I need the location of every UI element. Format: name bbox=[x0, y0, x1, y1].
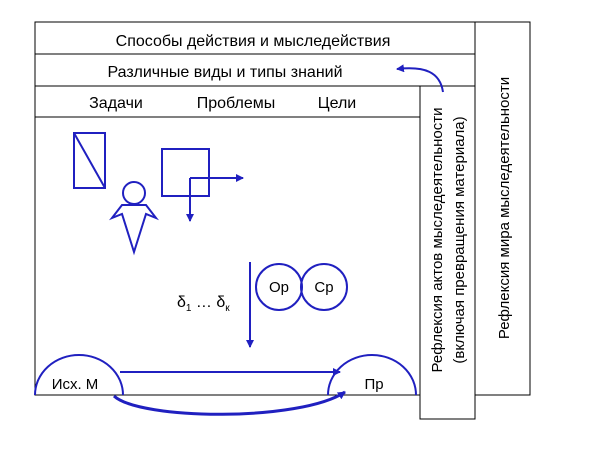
aims-label: Цели bbox=[318, 95, 356, 112]
reflection-acts-line2: (включая превращения материала) bbox=[451, 116, 468, 363]
methods-label: Способы действия и мыследействия bbox=[116, 33, 391, 50]
source-to-product-curve bbox=[112, 390, 346, 416]
knowledge-label: Различные виды и типы знаний bbox=[107, 64, 342, 81]
delta-symbol-1: δ bbox=[177, 294, 186, 311]
source-dome bbox=[34, 354, 124, 396]
document-icon bbox=[73, 132, 106, 189]
problems-label: Проблемы bbox=[197, 95, 275, 112]
tasks-label: Задачи bbox=[89, 95, 143, 112]
delta-symbol-2: δ bbox=[216, 294, 225, 311]
delta-ellipsis: … bbox=[191, 294, 216, 311]
product-dome bbox=[327, 354, 417, 396]
person-icon bbox=[108, 181, 160, 256]
reflection-world-box bbox=[474, 21, 531, 396]
delta-index-1: 1 bbox=[186, 303, 192, 314]
delta-index-2: к bbox=[225, 303, 230, 314]
sr-label: Ср bbox=[314, 279, 333, 296]
product-label: Пр bbox=[364, 376, 383, 393]
sr-circle bbox=[300, 263, 348, 311]
reflection-acts-box bbox=[419, 85, 476, 420]
source-label: Исх. М bbox=[52, 376, 99, 393]
reflection-to-knowledge-arrow bbox=[396, 64, 444, 93]
op-label: Ор bbox=[269, 279, 289, 296]
reflection-acts-line1: Рефлексия актов мыследеятельности bbox=[429, 107, 446, 372]
delta-label: δ1 … δк bbox=[177, 294, 230, 314]
square-axes-icon bbox=[161, 148, 244, 222]
reflection-world-label: Рефлексия мира мыследеятельности bbox=[496, 77, 513, 339]
